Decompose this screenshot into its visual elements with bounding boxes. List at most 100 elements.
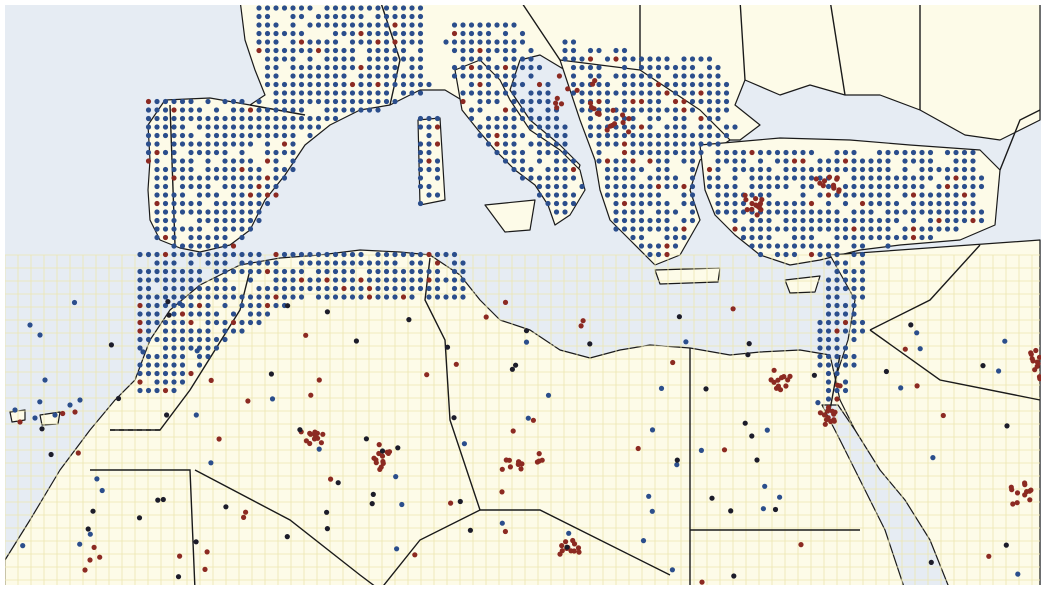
occurrence-marker — [655, 166, 662, 173]
occurrence-marker — [621, 175, 628, 181]
occurrence-marker — [944, 166, 951, 173]
occurrence-marker — [672, 175, 679, 181]
occurrence-marker — [485, 22, 492, 28]
occurrence-marker — [216, 436, 222, 442]
occurrence-marker — [834, 175, 840, 181]
occurrence-marker — [349, 260, 356, 266]
occurrence-marker — [613, 166, 619, 173]
occurrence-marker — [137, 294, 143, 300]
occurrence-marker — [655, 132, 662, 139]
occurrence-marker — [298, 39, 305, 45]
occurrence-marker — [672, 124, 679, 130]
occurrence-marker — [919, 234, 925, 241]
occurrence-marker — [553, 149, 560, 156]
occurrence-marker — [188, 268, 194, 275]
occurrence-marker — [562, 56, 568, 62]
occurrence-marker — [1015, 571, 1021, 577]
occurrence-marker — [519, 158, 526, 164]
occurrence-marker — [604, 192, 611, 198]
occurrence-marker — [307, 430, 313, 436]
occurrence-marker — [649, 427, 656, 433]
occurrence-marker — [519, 39, 526, 45]
occurrence-marker — [868, 226, 874, 232]
occurrence-marker — [290, 107, 296, 113]
occurrence-marker — [315, 115, 322, 122]
occurrence-marker — [842, 353, 849, 360]
occurrence-marker — [621, 166, 628, 173]
occurrence-marker — [908, 322, 914, 328]
occurrence-marker — [375, 285, 381, 292]
occurrence-marker — [332, 251, 339, 258]
occurrence-marker — [196, 141, 203, 147]
occurrence-marker — [230, 294, 237, 300]
occurrence-marker — [298, 64, 305, 71]
occurrence-marker — [341, 285, 347, 292]
occurrence-marker — [570, 192, 577, 198]
occurrence-marker — [910, 158, 917, 164]
occurrence-marker — [460, 73, 466, 79]
occurrence-marker — [570, 90, 577, 96]
occurrence-marker — [349, 30, 356, 37]
occurrence-marker — [621, 47, 628, 54]
occurrence-marker — [604, 81, 611, 88]
occurrence-marker — [165, 299, 171, 305]
occurrence-marker — [536, 183, 543, 190]
occurrence-marker — [281, 294, 288, 300]
occurrence-marker — [341, 277, 347, 283]
occurrence-marker — [460, 22, 466, 28]
occurrence-marker — [247, 311, 254, 317]
occurrence-marker — [230, 132, 237, 139]
occurrence-marker — [370, 491, 376, 497]
occurrence-marker — [953, 158, 959, 164]
occurrence-marker — [298, 73, 305, 79]
occurrence-marker — [851, 328, 857, 334]
occurrence-marker — [318, 440, 324, 446]
occurrence-marker — [494, 149, 500, 156]
occurrence-marker — [307, 251, 313, 258]
occurrence-marker — [307, 39, 313, 45]
occurrence-marker — [510, 428, 516, 434]
occurrence-marker — [179, 192, 186, 198]
occurrence-marker — [842, 149, 849, 156]
occurrence-marker — [332, 107, 339, 113]
occurrence-marker — [485, 81, 492, 88]
occurrence-marker — [426, 124, 432, 130]
occurrence-marker — [834, 251, 840, 258]
occurrence-marker — [451, 277, 458, 283]
occurrence-marker — [213, 175, 220, 181]
occurrence-marker — [273, 64, 279, 71]
occurrence-marker — [205, 260, 211, 266]
occurrence-marker — [834, 336, 840, 343]
occurrence-marker — [558, 101, 565, 107]
occurrence-marker — [842, 234, 849, 241]
occurrence-marker — [511, 64, 517, 71]
occurrence-marker — [774, 149, 781, 156]
occurrence-marker — [273, 81, 279, 88]
occurrence-marker — [247, 217, 254, 224]
occurrence-marker — [307, 73, 313, 79]
occurrence-marker — [358, 260, 364, 266]
occurrence-marker — [179, 183, 186, 190]
occurrence-marker — [638, 132, 645, 139]
occurrence-marker — [579, 107, 585, 113]
occurrence-marker — [851, 268, 857, 275]
occurrence-marker — [239, 158, 245, 164]
occurrence-marker — [412, 552, 418, 558]
occurrence-marker — [222, 141, 228, 147]
occurrence-marker — [499, 489, 505, 495]
occurrence-marker — [409, 13, 415, 20]
occurrence-marker — [511, 22, 517, 28]
occurrence-marker — [851, 311, 857, 317]
occurrence-marker — [502, 56, 509, 62]
occurrence-marker — [137, 285, 143, 292]
occurrence-marker — [290, 90, 296, 96]
occurrence-marker — [137, 319, 143, 326]
occurrence-marker — [689, 64, 696, 71]
occurrence-marker — [375, 22, 381, 28]
occurrence-marker — [689, 158, 696, 164]
occurrence-marker — [630, 217, 636, 224]
occurrence-marker — [264, 302, 271, 309]
occurrence-marker — [222, 302, 228, 309]
occurrence-marker — [545, 115, 551, 122]
occurrence-marker — [902, 166, 908, 173]
